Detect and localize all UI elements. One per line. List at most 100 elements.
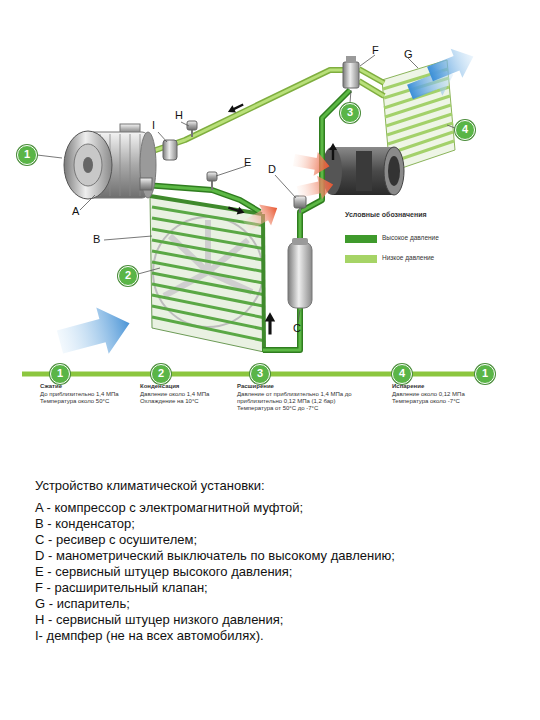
air-arrows [54, 42, 479, 365]
callout-number: 4 [393, 365, 411, 382]
fittings [211, 181, 213, 190]
stage-note: Температура от 50°C до -7°C [237, 405, 387, 412]
legend-text: Низкое давление [382, 254, 434, 261]
leader-lines [37, 55, 455, 322]
callout-number: 1 [51, 365, 69, 382]
leader-lines [275, 175, 296, 198]
part-letter: C [293, 322, 301, 334]
stage-circle: 1 [475, 364, 495, 384]
leader-lines [350, 90, 351, 103]
stage-heading: Сжатие [40, 383, 140, 390]
compressor [83, 157, 93, 173]
blower [356, 151, 372, 191]
caption-text: Устройство климатической установки: [35, 478, 265, 493]
callout-circle: 2 [118, 266, 138, 286]
fittings [207, 172, 217, 181]
stage-note: Давление от приблизительно 1,4 МПа до пр… [237, 391, 387, 405]
legend-swatch [345, 235, 377, 243]
callout-circle: 4 [455, 120, 475, 140]
callout-number: 2 [119, 267, 137, 284]
leader-lines [216, 166, 246, 176]
pipes [150, 70, 344, 152]
compressor [130, 134, 131, 196]
evaporator-tubes [385, 96, 450, 117]
legend-title: Условные обозначения [345, 211, 427, 219]
leader-lines [298, 310, 300, 322]
stage-note: Давление около 1,4 МПа [140, 391, 235, 398]
blower [388, 156, 400, 186]
evaporator-tubes [387, 114, 452, 135]
leader-lines [447, 125, 455, 128]
part-letter: I [152, 119, 155, 131]
condenser-tubes [152, 229, 263, 249]
timeline-bar [22, 372, 50, 377]
fittings [163, 56, 359, 213]
leader-lines [138, 268, 160, 274]
caption-item: E - сервисный штуцер высокого давления; [35, 564, 292, 579]
callout-number: 3 [251, 365, 269, 382]
stage-heading: Расширение [237, 383, 387, 390]
compressor [64, 131, 112, 199]
compressor [74, 144, 102, 186]
air-arrows [54, 300, 136, 365]
callout-number: 4 [456, 121, 474, 138]
part-letter: G [404, 48, 413, 60]
pipes [359, 81, 384, 96]
air-arrows [240, 198, 283, 237]
condenser-tubes [152, 273, 263, 295]
condenser-tubes [152, 251, 263, 272]
callout-circle: 3 [340, 103, 360, 123]
leader-lines [158, 132, 167, 142]
stage-circle: 4 [392, 364, 412, 384]
compressor [140, 132, 156, 198]
condenser-tubes [152, 317, 263, 341]
stage-note: Охлаждение на 10°C [140, 398, 235, 405]
callout-number: 3 [341, 104, 359, 121]
caption-item: G - испаритель; [35, 596, 130, 611]
condenser-tubes [152, 295, 263, 318]
caption-item: D - манометрический выключатель по высок… [35, 548, 395, 563]
pipes [263, 308, 300, 350]
part-letter: H [175, 109, 183, 121]
receiver-drier [292, 238, 308, 245]
pipes [145, 185, 260, 212]
callout-circle: 1 [17, 145, 37, 165]
compressor [120, 134, 121, 196]
pipes [145, 185, 260, 212]
connectors [70, 374, 475, 375]
pipes [359, 81, 384, 96]
timeline-bar [70, 372, 151, 377]
caption-item: A - компрессор с электромагнитной муфтой… [35, 500, 303, 515]
stage-heading: Испарение [392, 383, 492, 390]
timeline-bar [270, 372, 392, 377]
part-letter: B [93, 233, 100, 245]
part-letter: E [244, 156, 251, 168]
caption-item: C - ресивер с осушителем; [35, 532, 197, 547]
flow-arrows [226, 101, 245, 116]
stage-circle: 3 [250, 364, 270, 384]
pipes [145, 69, 384, 350]
timeline-bar [171, 372, 250, 377]
timeline-bar [412, 372, 475, 377]
leader-lines [104, 236, 152, 240]
condenser-header [263, 214, 264, 352]
callout-number: 1 [476, 365, 494, 382]
fittings [163, 140, 177, 160]
leader-lines [360, 55, 375, 66]
stage-note: Температура около 50°C [40, 398, 140, 405]
caption-item: B - конденсатор; [35, 516, 135, 531]
stage-circle: 1 [50, 364, 70, 384]
condenser-tubes [152, 207, 263, 341]
caption-item: H - сервисный штуцер низкого давления; [35, 612, 283, 627]
stage-heading: Конденсация [140, 383, 235, 390]
blower [384, 147, 404, 195]
fittings [343, 62, 359, 88]
condenser-tubes [152, 262, 263, 283]
leader-lines [80, 195, 95, 210]
stage-circle: 2 [151, 364, 171, 384]
stage-note: Температура около -7°C [392, 398, 492, 405]
condenser-tubes [152, 306, 263, 329]
evaporator-tubes [388, 123, 453, 144]
flow-arrows [226, 101, 337, 335]
